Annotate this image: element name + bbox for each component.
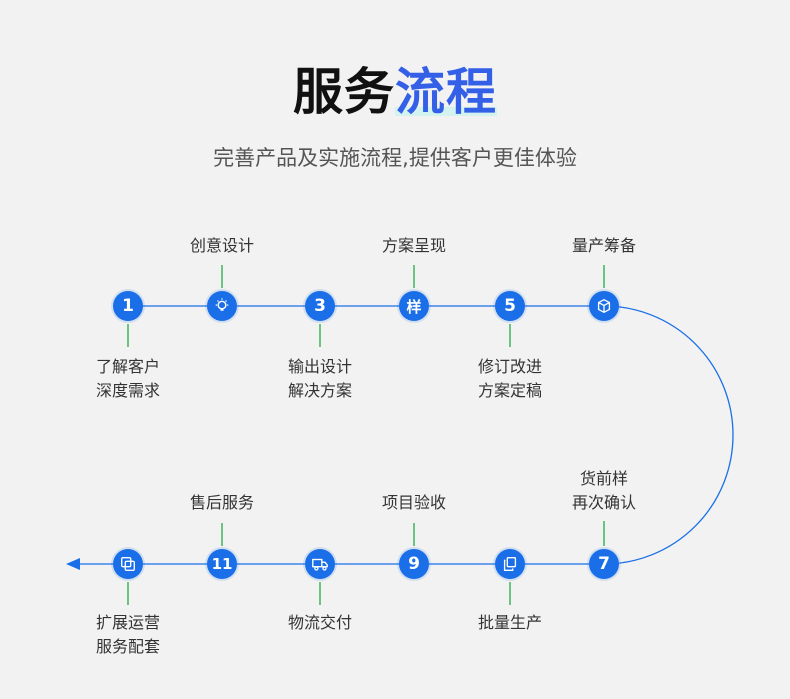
truck-icon — [312, 558, 328, 571]
connector-ticks — [127, 265, 605, 605]
step-label-3: 输出设计解决方案 — [287, 357, 352, 400]
lightbulb-icon — [215, 298, 229, 311]
step-node-8 — [495, 549, 525, 579]
step-label-11: 售后服务 — [189, 493, 254, 512]
box-icon — [597, 299, 611, 313]
step-label-4: 方案呈现 — [381, 236, 446, 255]
step-label-10: 物流交付 — [287, 613, 352, 632]
layers-icon — [121, 557, 135, 571]
step-label-9: 项目验收 — [381, 493, 446, 512]
step-label-2: 创意设计 — [189, 236, 254, 255]
step-node-10 — [305, 549, 335, 579]
flow-line-curve — [603, 305, 734, 565]
step-node-11: 11 — [207, 549, 237, 579]
page-title: 服务流程 — [0, 52, 790, 124]
step-node-5: 5 — [495, 291, 525, 321]
step-node-2 — [207, 291, 237, 321]
title-main: 服务 — [293, 63, 395, 121]
title-highlight: 流程 — [395, 52, 497, 124]
step-node-7: 7 — [589, 549, 619, 579]
copy-icon — [503, 557, 517, 571]
step-node-12 — [113, 549, 143, 579]
step-node-6 — [589, 291, 619, 321]
flow-arrowhead — [66, 558, 80, 570]
step-label-1: 了解客户深度需求 — [95, 357, 160, 400]
step-node-3: 3 — [305, 291, 335, 321]
step-node-1: 1 — [113, 291, 143, 321]
step-label-7: 货前样再次确认 — [571, 469, 636, 512]
step-label-6: 量产筹备 — [571, 236, 636, 255]
step-label-8: 批量生产 — [477, 613, 542, 632]
step-node-9: 9 — [399, 549, 429, 579]
step-node-4: 样 — [399, 291, 429, 321]
step-label-5: 修订改进方案定稿 — [477, 357, 542, 400]
step-label-12: 扩展运营服务配套 — [95, 613, 160, 656]
page-subtitle: 完善产品及实施流程,提供客户更佳体验 — [213, 146, 577, 170]
